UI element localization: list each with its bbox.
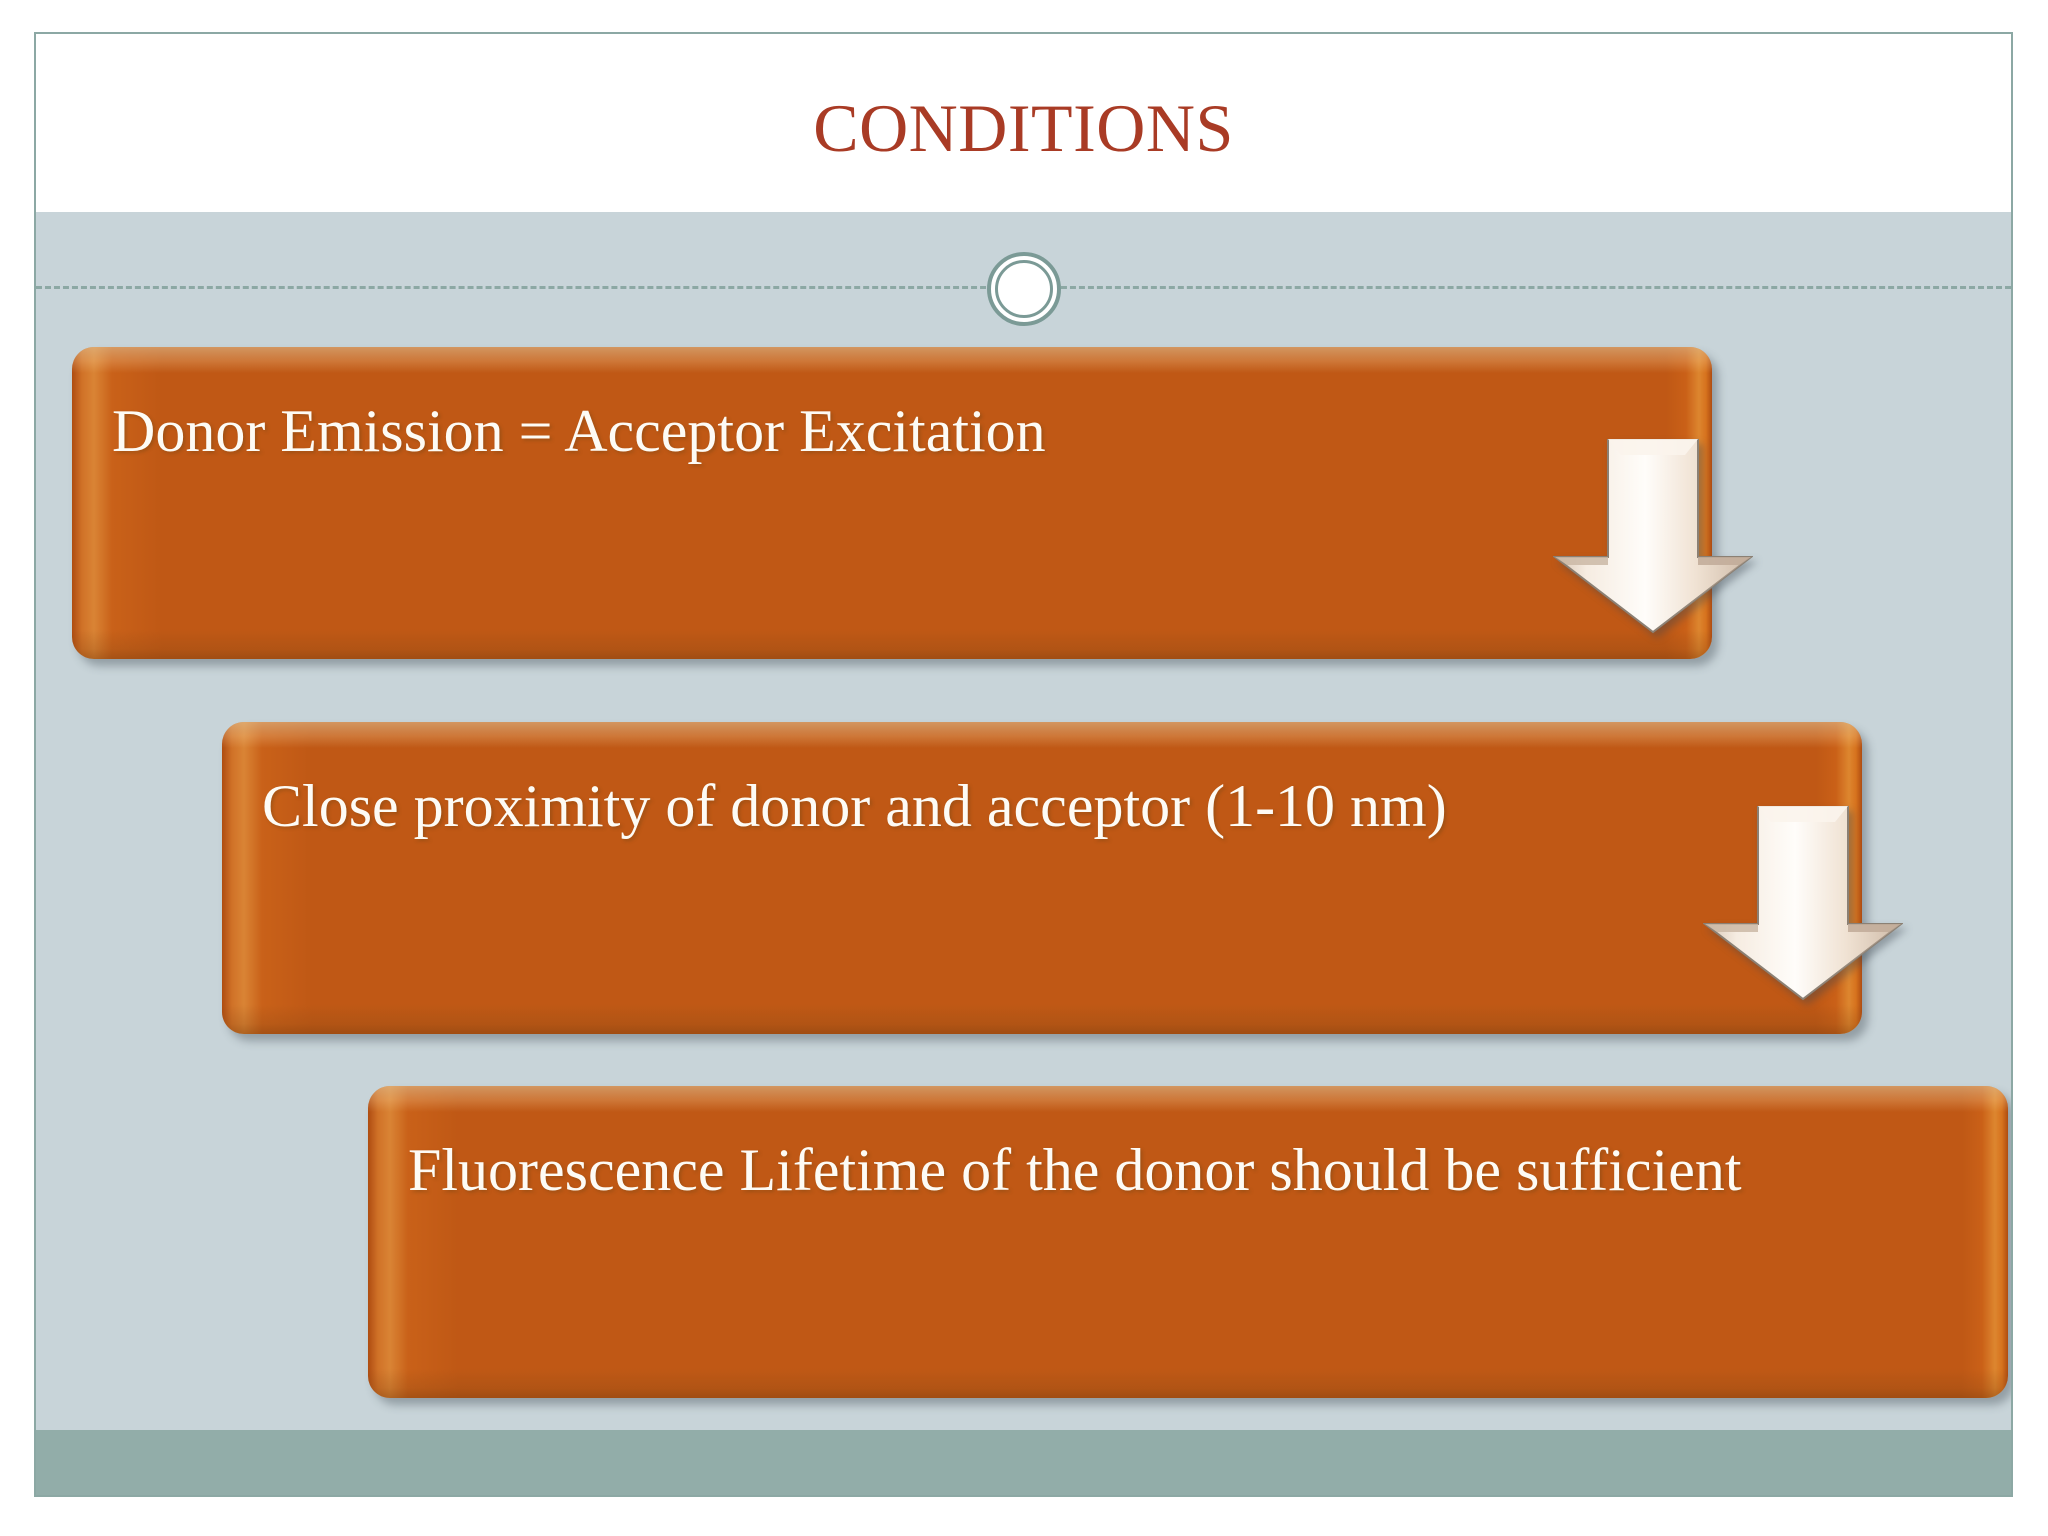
down-arrow-1-icon [1552, 438, 1754, 634]
box-bottom-shade [72, 629, 1712, 659]
process-box-2-label: Close proximity of donor and acceptor (1… [262, 773, 1447, 839]
box-top-sheen [72, 347, 1712, 373]
box-bottom-shade [368, 1368, 2008, 1398]
process-box-3: Fluorescence Lifetime of the donor shoul… [368, 1086, 2008, 1398]
process-box-3-label: Fluorescence Lifetime of the donor shoul… [408, 1137, 1742, 1203]
box-bottom-shade [222, 1004, 1862, 1034]
box-top-sheen [368, 1086, 2008, 1112]
process-box-1-label: Donor Emission = Acceptor Excitation [112, 398, 1046, 464]
process-box-2: Close proximity of donor and acceptor (1… [222, 722, 1862, 1034]
double-ring-ornament-icon [986, 252, 1061, 326]
process-box-1: Donor Emission = Acceptor Excitation [72, 347, 1712, 659]
page-title: CONDITIONS [813, 90, 1234, 166]
footer-bar [36, 1430, 2011, 1495]
down-arrow-2-icon [1702, 805, 1904, 1001]
box-top-sheen [222, 722, 1862, 748]
slide-canvas: CONDITIONS Donor Emission = Acceptor Exc… [34, 32, 2013, 1497]
